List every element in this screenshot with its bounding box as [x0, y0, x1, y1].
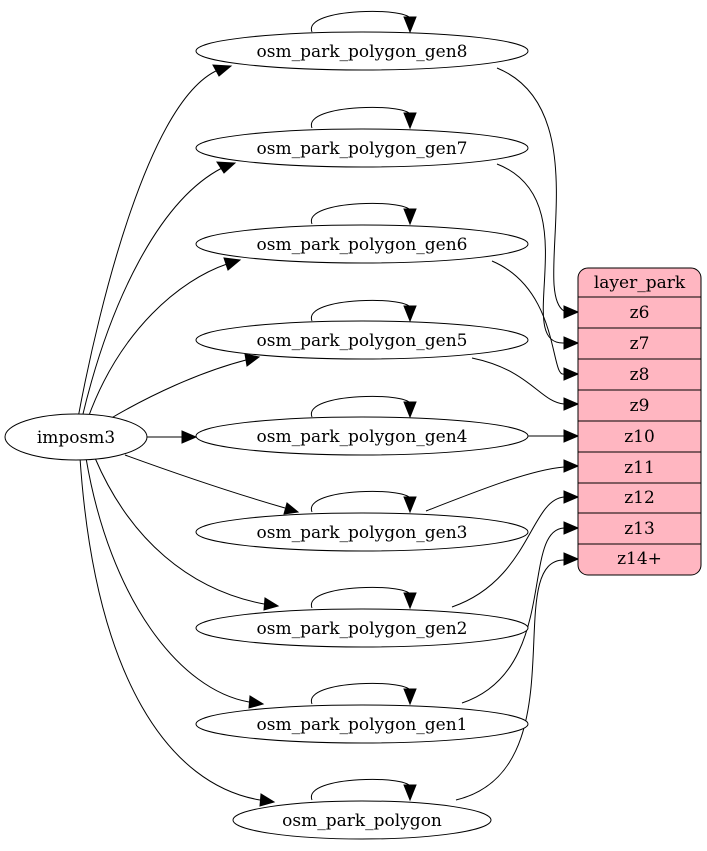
edge-gen5-z9-arrowhead — [563, 397, 580, 411]
self-loop-gen6 — [311, 202, 411, 225]
edge-imposm3-gen4-arrowhead — [181, 430, 198, 444]
layer-field-z9: z9 — [630, 396, 650, 416]
self-loop-gen5 — [311, 299, 411, 322]
edge-imposm3-gen6 — [87, 263, 228, 419]
node-osm-park-polygon-gen3: osm_park_polygon_gen3 — [195, 512, 529, 552]
self-loop-gen1-arrowhead — [403, 688, 417, 706]
self-loop-gen2 — [311, 586, 411, 609]
edge-imposm3-gen3 — [124, 454, 286, 509]
layer-field-z10: z10 — [624, 427, 655, 447]
layer-park-record: layer_park z6 z7 z8 z9 z10 z11 z12 z13 z… — [577, 267, 702, 576]
edge-imposm3-gen8 — [77, 69, 219, 419]
node-gen6-shape — [195, 224, 529, 264]
self-loop-polygon-arrowhead — [403, 784, 417, 802]
node-gen7-label: osm_park_polygon_gen7 — [257, 139, 468, 159]
edge-imposm3-polygon — [79, 457, 261, 801]
edge-polygon-z14-arrowhead — [563, 552, 580, 566]
self-loops — [311, 10, 417, 802]
node-gen2-shape — [195, 608, 529, 648]
node-gen1-label: osm_park_polygon_gen1 — [257, 715, 468, 735]
edge-gen8-z6-arrowhead — [563, 305, 580, 319]
node-gen5-shape — [195, 320, 529, 360]
node-osm-park-polygon-gen4: osm_park_polygon_gen4 — [195, 416, 529, 456]
node-osm-park-polygon-gen6: osm_park_polygon_gen6 — [195, 224, 529, 264]
edge-gen8-z6 — [496, 67, 565, 312]
node-gen4-shape — [195, 416, 529, 456]
edge-imposm3-gen7-arrowhead — [216, 161, 237, 174]
edge-gen5-z9 — [471, 357, 565, 405]
self-loop-gen4 — [311, 395, 411, 418]
node-gen4-label: osm_park_polygon_gen4 — [257, 427, 468, 447]
edge-imposm3-gen5 — [107, 359, 247, 421]
node-gen5-label: osm_park_polygon_gen5 — [257, 331, 468, 351]
self-loop-gen8 — [311, 10, 411, 33]
self-loop-gen2-arrowhead — [403, 592, 417, 610]
edge-imposm3-gen1 — [85, 457, 250, 703]
node-osm-park-polygon: osm_park_polygon — [232, 800, 492, 840]
edge-gen2-z12 — [451, 496, 565, 608]
node-osm-park-polygon-gen7: osm_park_polygon_gen7 — [195, 128, 529, 168]
node-gen8-shape — [195, 31, 529, 71]
layer-field-z8: z8 — [630, 365, 650, 385]
node-imposm3: imposm3 — [4, 413, 148, 461]
edge-imposm3-gen1-arrowhead — [248, 695, 265, 709]
edge-gen1-z13 — [461, 527, 565, 704]
edge-gen1-z13-arrowhead — [563, 521, 580, 535]
edge-imposm3-gen5-arrowhead — [244, 353, 261, 367]
self-loop-gen7 — [311, 106, 411, 129]
edge-imposm3-gen2 — [94, 457, 265, 605]
edge-imposm3-gen8-arrowhead — [212, 64, 233, 77]
self-loop-gen8-arrowhead — [403, 16, 417, 34]
edge-imposm3-polygon-arrowhead — [259, 793, 276, 807]
self-loop-gen5-arrowhead — [403, 305, 417, 323]
node-gen3-shape — [195, 512, 529, 552]
node-osm-park-polygon-gen8: osm_park_polygon_gen8 — [195, 31, 529, 71]
layer-field-z11: z11 — [624, 458, 655, 478]
edge-imposm3-gen3-arrowhead — [283, 502, 300, 515]
node-polygon-label: osm_park_polygon — [282, 811, 442, 831]
self-loop-polygon — [311, 778, 411, 801]
edge-polygon-z14 — [455, 559, 565, 801]
edge-gen4-z10-arrowhead — [563, 429, 580, 443]
node-polygon-shape — [232, 800, 492, 840]
edge-gen3-z11 — [425, 466, 565, 512]
self-loop-gen3-arrowhead — [403, 496, 417, 514]
node-gen8-label: osm_park_polygon_gen8 — [257, 42, 468, 62]
edge-gen6-z8 — [491, 260, 565, 375]
node-gen1-shape — [195, 704, 529, 744]
edge-gen7-z7-arrowhead — [563, 336, 580, 350]
edge-gen2-z12-arrowhead — [563, 490, 580, 504]
layer-field-z13: z13 — [624, 519, 655, 539]
self-loop-gen6-arrowhead — [403, 208, 417, 226]
node-gen3-label: osm_park_polygon_gen3 — [257, 523, 468, 543]
node-imposm3-label: imposm3 — [37, 428, 115, 448]
node-gen2-label: osm_park_polygon_gen2 — [257, 619, 468, 639]
layer-edges — [425, 67, 580, 801]
edge-imposm3-gen6-arrowhead — [223, 257, 242, 271]
node-imposm3-shape — [4, 413, 148, 461]
self-loop-gen3 — [311, 490, 411, 513]
layer-park-title: layer_park — [594, 273, 686, 293]
edge-gen6-z8-arrowhead — [563, 367, 580, 381]
layer-field-z12: z12 — [624, 488, 655, 508]
edge-imposm3-gen7 — [81, 167, 223, 419]
node-osm-park-polygon-gen1: osm_park_polygon_gen1 — [195, 704, 529, 744]
node-gen7-shape — [195, 128, 529, 168]
edge-gen3-z11-arrowhead — [563, 459, 580, 473]
source-edges — [77, 64, 300, 807]
layer-field-z6: z6 — [630, 303, 650, 323]
node-osm-park-polygon-gen5: osm_park_polygon_gen5 — [195, 320, 529, 360]
layer-field-z7: z7 — [630, 334, 650, 354]
self-loop-gen7-arrowhead — [403, 112, 417, 130]
node-osm-park-polygon-gen2: osm_park_polygon_gen2 — [195, 608, 529, 648]
edge-gen7-z7 — [496, 163, 565, 344]
layer-field-z14-plus: z14+ — [617, 549, 662, 569]
edge-imposm3-gen2-arrowhead — [263, 597, 280, 611]
node-gen6-label: osm_park_polygon_gen6 — [257, 235, 468, 255]
self-loop-gen1 — [311, 682, 411, 705]
self-loop-gen4-arrowhead — [403, 401, 417, 419]
